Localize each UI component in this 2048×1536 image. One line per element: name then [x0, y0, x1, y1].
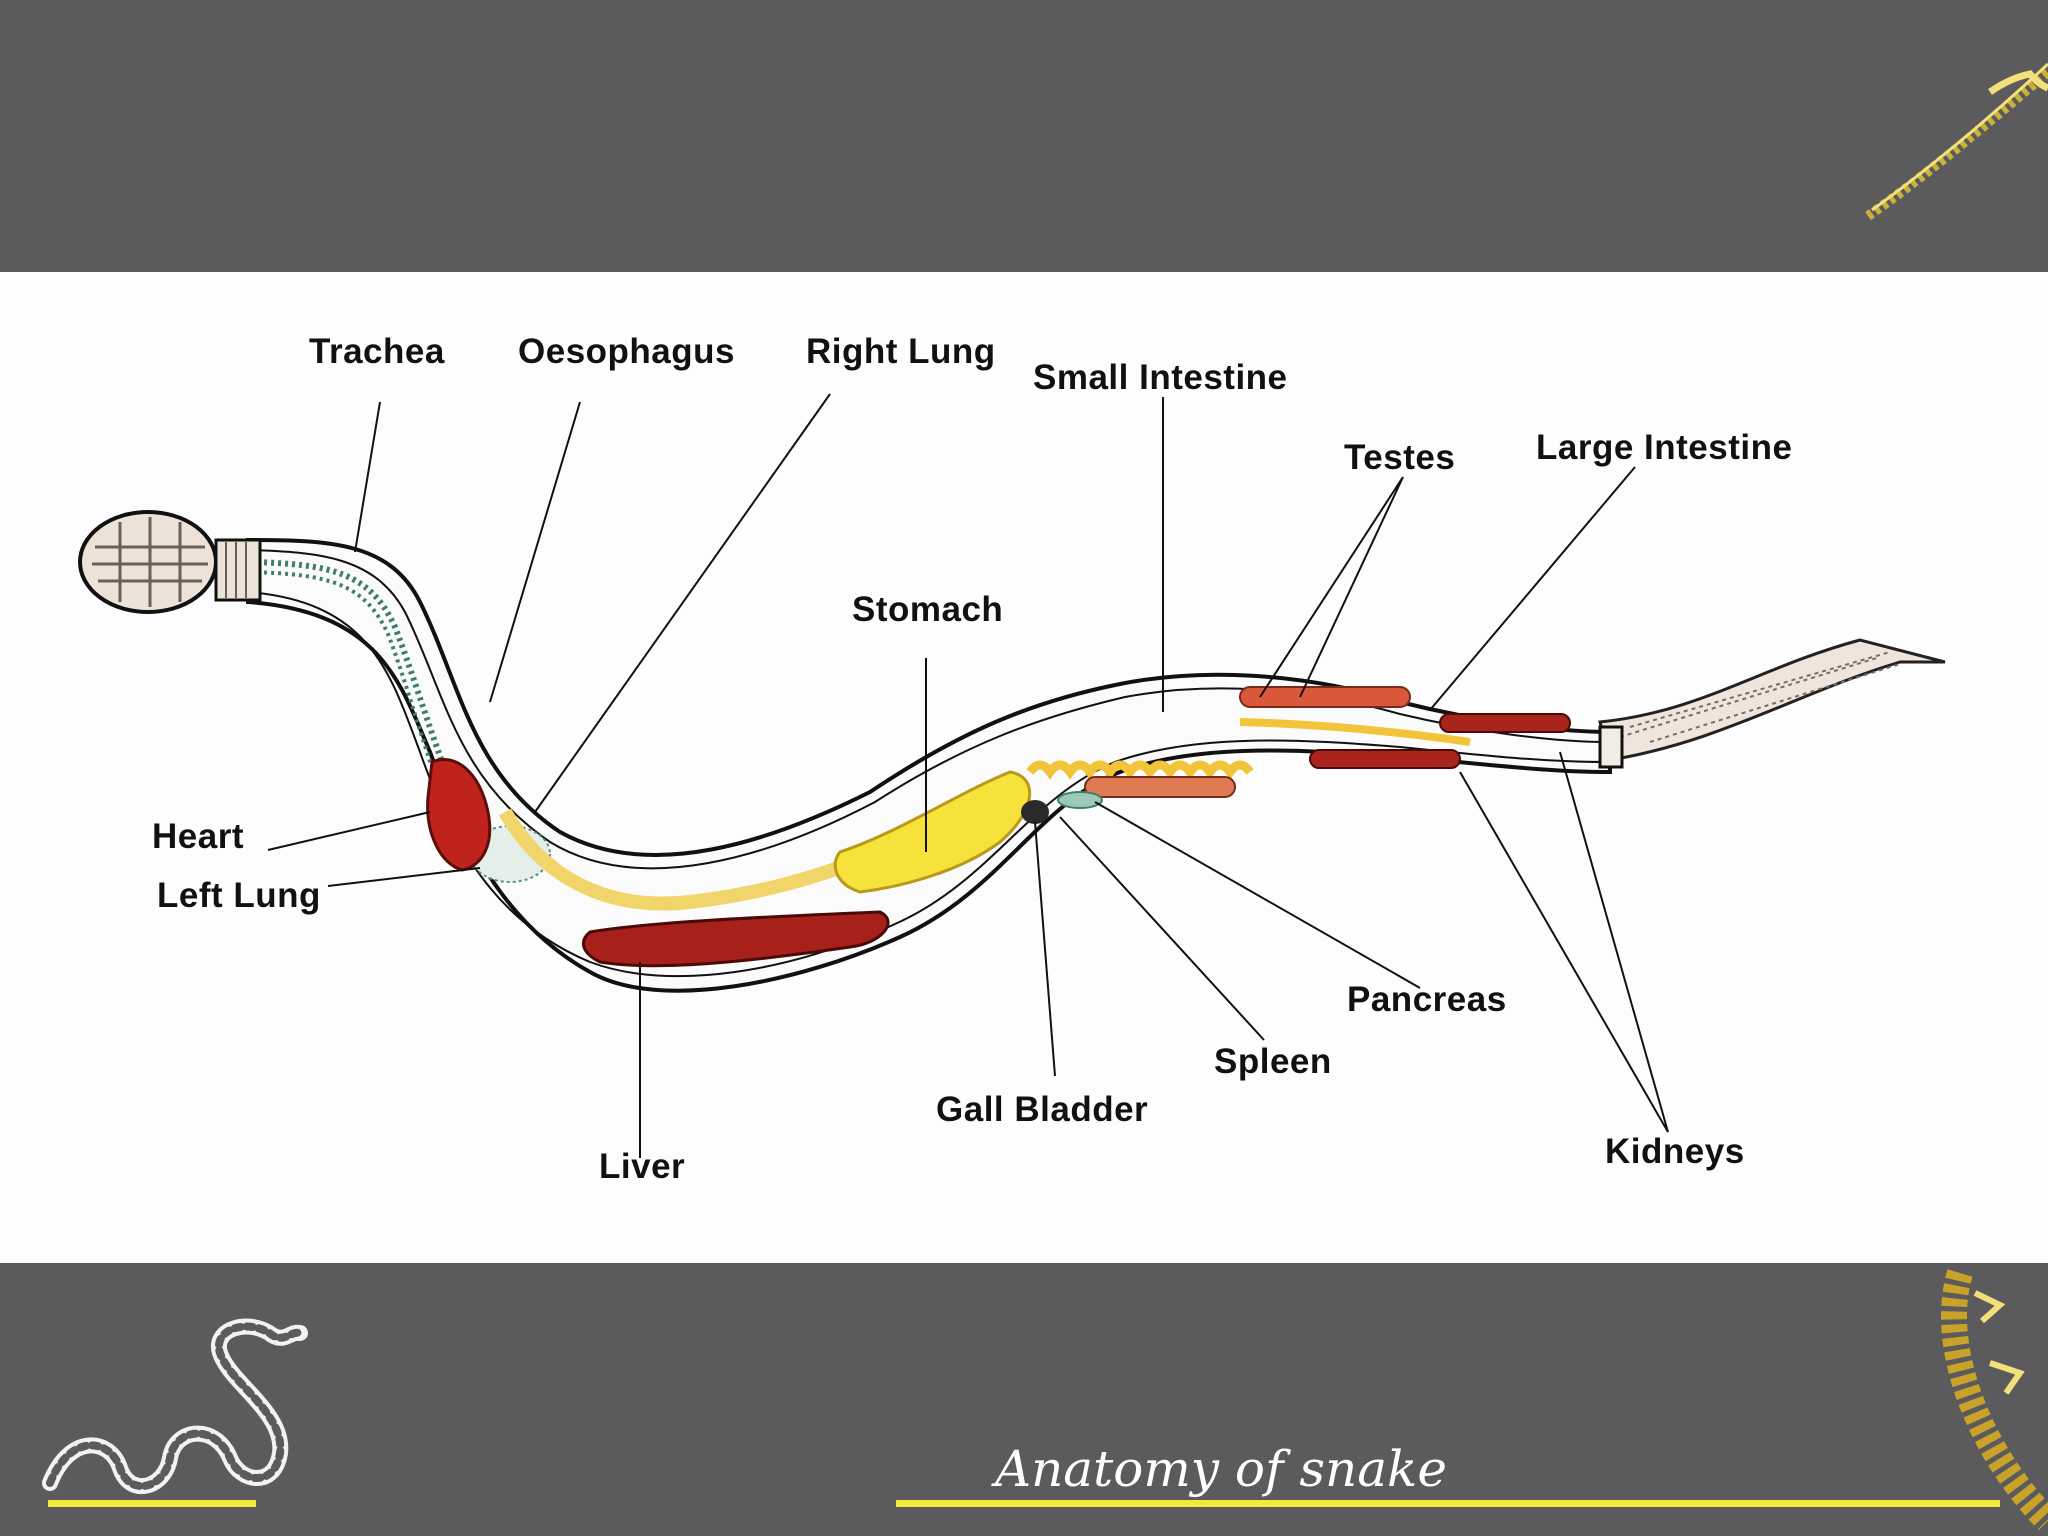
- slide-caption: Anatomy of snake: [995, 1440, 1447, 1498]
- leader-left-lung: [327, 867, 481, 887]
- snake-skin-decor-top-right: [1865, 62, 2048, 221]
- leader-large-intestine: [1429, 466, 1636, 711]
- testis-lower: [1084, 776, 1236, 798]
- accent-underline-right: [896, 1500, 2000, 1507]
- snake-head: [78, 510, 218, 614]
- label-gall-bladder: Gall Bladder: [936, 1090, 1149, 1129]
- liver-organ: [581, 910, 890, 968]
- label-small-intestine: Small Intestine: [1033, 358, 1288, 397]
- large-intestine-organ: [1239, 718, 1471, 746]
- small-intestine-organ: [1026, 760, 1254, 780]
- bottom-band: [0, 1263, 2048, 1536]
- leader-right-lung: [534, 393, 831, 813]
- label-right-lung: Right Lung: [806, 332, 996, 371]
- spleen-organ: [1057, 791, 1103, 809]
- testis-upper: [1239, 686, 1411, 708]
- snake-neck: [214, 538, 262, 602]
- heart-organ: [426, 758, 492, 872]
- right-lung-organ: [498, 808, 883, 911]
- snake-illustration: [78, 393, 1946, 1158]
- kidney-upper: [1439, 713, 1571, 733]
- leader-oesophagus: [489, 401, 581, 703]
- label-stomach: Stomach: [852, 590, 1004, 629]
- label-large-intestine: Large Intestine: [1536, 428, 1793, 467]
- leader-trachea: [354, 401, 381, 553]
- label-spleen: Spleen: [1214, 1042, 1332, 1081]
- snake-body: [246, 537, 1612, 993]
- leader-gall-bladder: [1034, 821, 1056, 1077]
- kidney-lower: [1309, 749, 1461, 769]
- leader-kidneys: [1459, 751, 1669, 1133]
- label-left-lung: Left Lung: [157, 876, 321, 915]
- leader-heart: [267, 811, 431, 851]
- leader-testes: [1259, 476, 1404, 698]
- leader-pancreas: [1094, 801, 1421, 989]
- gall-bladder-organ: [1021, 800, 1049, 824]
- snake-sketch-decor-bottom-left: [42, 1318, 308, 1495]
- accent-underline-left: [48, 1500, 256, 1507]
- stomach-organ: [833, 770, 1032, 894]
- snake-anatomy-diagram: Trachea Oesophagus Right Lung Small Inte…: [0, 272, 2048, 1263]
- label-heart: Heart: [152, 817, 244, 856]
- label-liver: Liver: [599, 1147, 686, 1186]
- tail: [1598, 638, 1946, 762]
- label-kidneys: Kidneys: [1605, 1132, 1745, 1171]
- top-band: [0, 0, 2048, 272]
- label-testes: Testes: [1344, 438, 1456, 477]
- leader-spleen: [1059, 816, 1265, 1041]
- label-oesophagus: Oesophagus: [518, 332, 735, 371]
- leader-lines: [267, 393, 1669, 1158]
- snake-skin-decor-bottom-right: [1941, 1269, 2048, 1531]
- cloaca-ring: [1598, 725, 1624, 769]
- label-trachea: Trachea: [309, 332, 445, 371]
- label-pancreas: Pancreas: [1347, 980, 1507, 1019]
